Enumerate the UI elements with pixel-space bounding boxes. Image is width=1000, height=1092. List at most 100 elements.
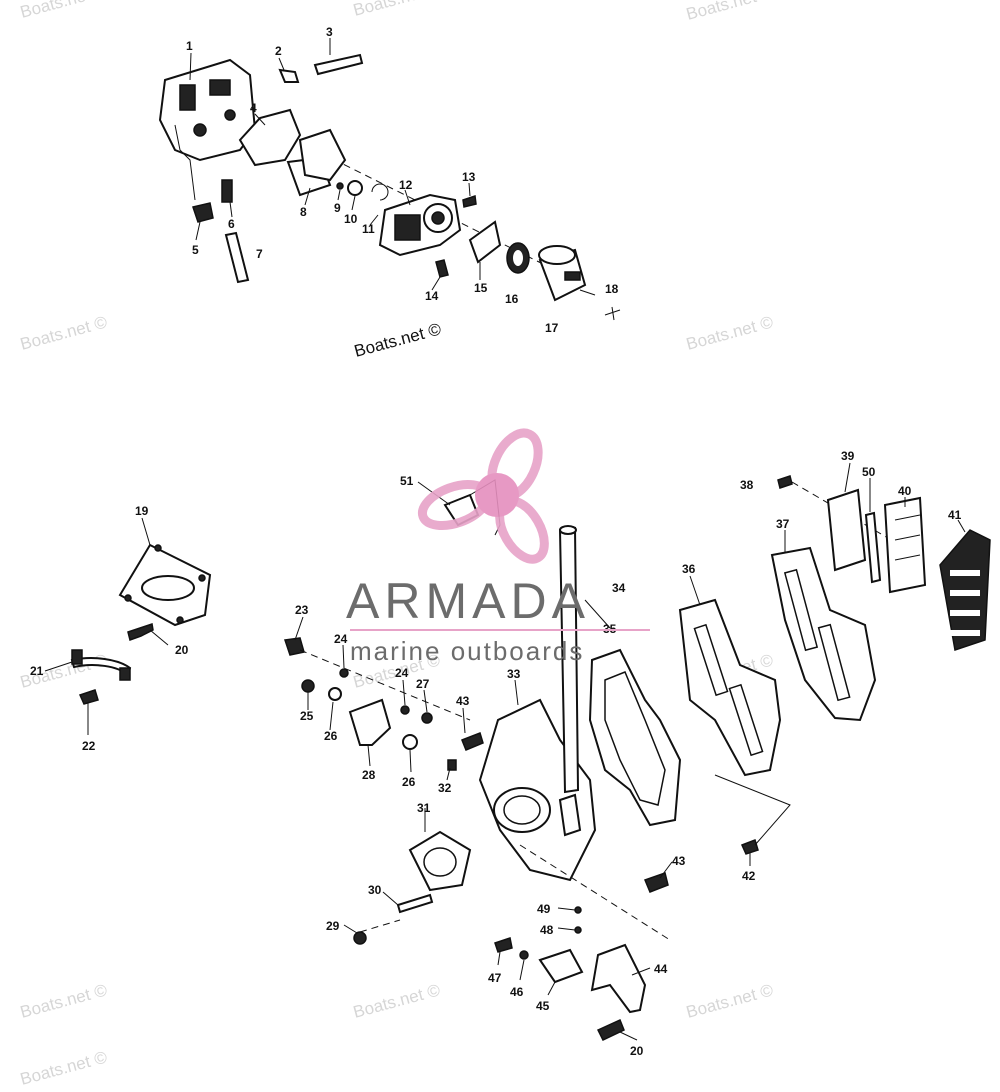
callout-10: 10 bbox=[344, 212, 358, 226]
watermark-layer: Boats.net © Boats.net © Boats.net © Boat… bbox=[18, 0, 775, 1089]
part-21-clamp bbox=[70, 649, 132, 681]
part-25-nut bbox=[301, 679, 315, 693]
part-38-screw bbox=[777, 475, 793, 489]
part-13-screw bbox=[462, 194, 477, 208]
callout-30: 30 bbox=[368, 883, 382, 897]
callout-5: 5 bbox=[192, 243, 199, 257]
part-12-pump-body bbox=[378, 193, 462, 257]
watermark: Boats.net © bbox=[684, 980, 775, 1022]
callout-7: 7 bbox=[256, 247, 263, 261]
callout-labels: 1 2 3 4 5 6 7 8 9 10 11 12 13 14 15 16 1… bbox=[30, 25, 962, 1058]
part-26-washer bbox=[402, 734, 418, 750]
callout-15: 15 bbox=[474, 281, 488, 295]
part-7-fuel-hose bbox=[224, 231, 250, 284]
part-30-shaft bbox=[396, 893, 434, 914]
callout-24: 24 bbox=[395, 666, 409, 680]
part-15-impeller-plate bbox=[468, 220, 502, 264]
callout-29: 29 bbox=[326, 919, 340, 933]
part-24-washer bbox=[400, 705, 410, 715]
upper-leaders bbox=[189, 38, 596, 296]
lower-assembly bbox=[70, 475, 991, 1041]
callout-32: 32 bbox=[438, 781, 452, 795]
part-29-nut bbox=[353, 931, 367, 945]
part-14-screw bbox=[435, 259, 449, 278]
part-23-fitting bbox=[284, 637, 305, 656]
callout-1: 1 bbox=[186, 39, 193, 53]
callout-34: 34 bbox=[612, 581, 626, 595]
part-6-fitting bbox=[221, 179, 233, 203]
part-31-gasket bbox=[408, 830, 472, 892]
watermark: Boats.net © bbox=[18, 980, 109, 1022]
watermark: Boats.net © bbox=[18, 1047, 109, 1089]
part-42-screw bbox=[740, 839, 759, 855]
part-40-reeds bbox=[883, 496, 927, 594]
part-3-hose bbox=[313, 53, 364, 76]
part-36-plate bbox=[678, 598, 782, 777]
brand-tagline: marine outboards bbox=[350, 636, 584, 666]
callout-48: 48 bbox=[540, 923, 554, 937]
watermark: Boats.net © bbox=[351, 980, 442, 1022]
callout-45: 45 bbox=[536, 999, 550, 1013]
callout-22: 22 bbox=[82, 739, 96, 753]
part-11-retaining-ring bbox=[371, 183, 389, 201]
callout-4: 4 bbox=[250, 101, 257, 115]
callout-6: 6 bbox=[228, 217, 235, 231]
callout-42: 42 bbox=[742, 869, 756, 883]
lower-leaders bbox=[44, 462, 966, 1041]
callout-26: 26 bbox=[324, 729, 338, 743]
callout-13: 13 bbox=[462, 170, 476, 184]
callout-17: 17 bbox=[545, 321, 559, 335]
part-18-pin bbox=[604, 306, 621, 321]
part-32-spacer bbox=[447, 759, 457, 771]
part-19-cover bbox=[118, 543, 212, 627]
callout-19: 19 bbox=[135, 504, 149, 518]
callout-40: 40 bbox=[898, 484, 912, 498]
callout-36: 36 bbox=[682, 562, 696, 576]
callout-50: 50 bbox=[862, 465, 876, 479]
part-43-screw bbox=[461, 732, 484, 751]
part-35-gasket bbox=[588, 648, 682, 827]
part-1-carburetor-body bbox=[158, 58, 257, 201]
part-24-washer bbox=[339, 668, 349, 678]
part-9-check-valve bbox=[336, 182, 344, 190]
part-10-washer bbox=[347, 180, 363, 196]
part-20-screw bbox=[596, 1018, 625, 1041]
upper-assembly bbox=[158, 53, 621, 321]
brand-overlay: ARMADA marine outboards bbox=[346, 428, 650, 666]
part-44-bracket bbox=[590, 943, 647, 1014]
part-43-screw bbox=[644, 872, 669, 893]
callout-9: 9 bbox=[334, 201, 341, 215]
part-49-screw bbox=[574, 906, 582, 914]
watermark-center: Boats.net © bbox=[352, 319, 443, 361]
callout-21: 21 bbox=[30, 664, 44, 678]
callout-2: 2 bbox=[275, 44, 282, 58]
part-50-strip bbox=[864, 511, 882, 584]
callout-20: 20 bbox=[630, 1044, 644, 1058]
part-41-reed-block bbox=[939, 529, 991, 651]
callout-8: 8 bbox=[300, 205, 307, 219]
callout-31: 31 bbox=[417, 801, 431, 815]
callout-46: 46 bbox=[510, 985, 524, 999]
callout-3: 3 bbox=[326, 25, 333, 39]
callout-37: 37 bbox=[776, 517, 790, 531]
part-diaphragm-gasket bbox=[298, 128, 347, 182]
callout-27: 27 bbox=[416, 677, 430, 691]
callout-44: 44 bbox=[654, 962, 668, 976]
part-39-reed-stop bbox=[826, 488, 867, 572]
part-22-screw bbox=[78, 689, 99, 705]
watermark: Boats.net © bbox=[684, 0, 775, 24]
watermark: Boats.net © bbox=[18, 0, 109, 22]
part-4-gasket bbox=[238, 108, 302, 167]
brand-name: ARMADA bbox=[346, 573, 590, 629]
part-17-impeller-cup bbox=[538, 245, 587, 302]
callout-20: 20 bbox=[175, 643, 189, 657]
callout-47: 47 bbox=[488, 971, 502, 985]
part-33-intake-manifold bbox=[478, 698, 597, 882]
part-26-washer bbox=[328, 687, 342, 701]
part-27-nut bbox=[421, 712, 433, 724]
watermark: Boats.net © bbox=[351, 0, 442, 20]
part-47-screw bbox=[494, 937, 513, 953]
part-20-screw bbox=[127, 623, 154, 641]
